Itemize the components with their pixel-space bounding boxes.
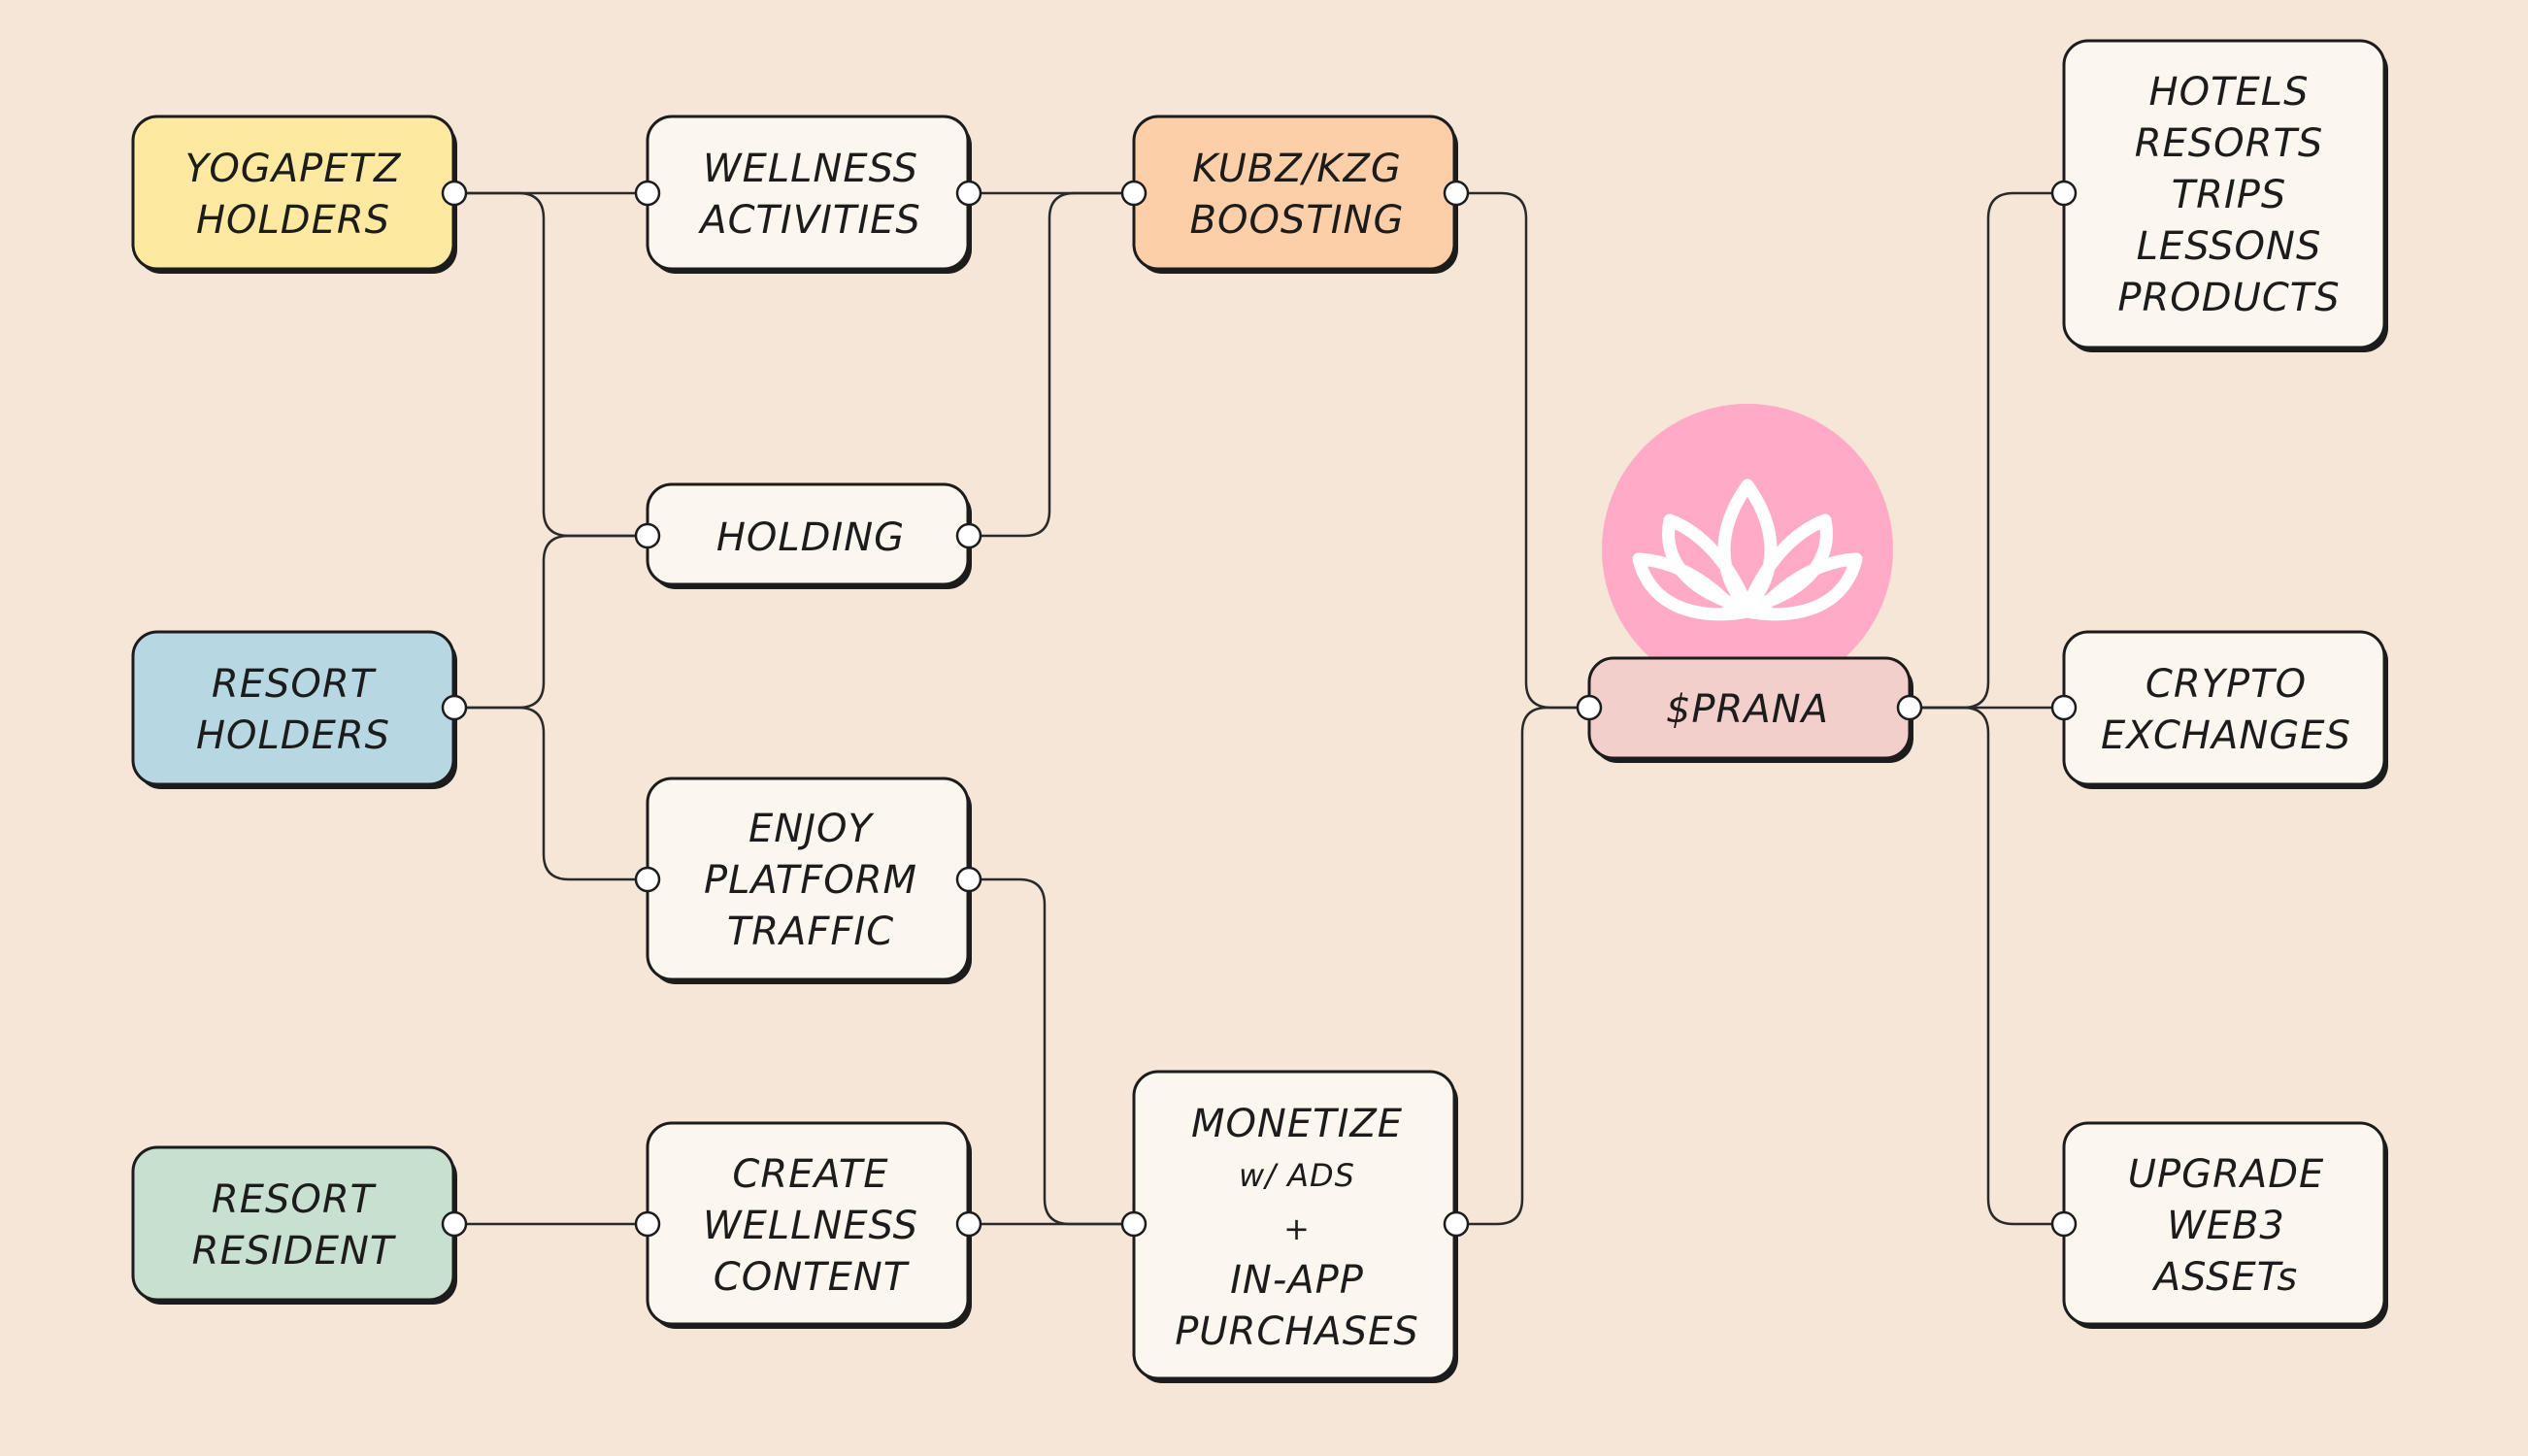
node-holding-label-1: HOLDING	[716, 515, 905, 560]
nodes: YOGAPETZ HOLDERS RESORT HOLDERS RESORT R…	[131, 39, 2388, 1383]
node-crypto-exchanges-label-2: EXCHANGES	[2101, 713, 2351, 758]
port-upgrade-in[interactable]	[2050, 1210, 2078, 1238]
node-enjoy-platform-traffic[interactable]: ENJOY PLATFORM TRAFFIC	[646, 777, 972, 984]
ports	[441, 180, 2078, 1238]
edge-enjoy-monetize	[969, 877, 1134, 1226]
node-wellness-activities-box	[646, 115, 970, 271]
node-wellness-activities-label-2: ACTIVITIES	[697, 198, 921, 243]
node-prana[interactable]: $PRANA	[1587, 656, 1913, 763]
node-monetize-label-5: PURCHASES	[1175, 1309, 1419, 1354]
port-enjoy-in[interactable]	[634, 866, 661, 893]
node-hotels-label-4: LESSONS	[2137, 224, 2322, 269]
node-crypto-exchanges-box	[2062, 630, 2386, 786]
node-create-wellness-content-label-1: CREATE	[732, 1152, 888, 1197]
node-monetize-label-1: MONETIZE	[1191, 1102, 1403, 1146]
edge-kubz-prana	[1456, 191, 1589, 710]
node-hotels[interactable]: HOTELS RESORTS TRIPS LESSONS PRODUCTS	[2062, 39, 2388, 352]
edge-prana-upgrade	[1910, 706, 2064, 1226]
node-resort-holders-box	[131, 630, 455, 786]
node-enjoy-platform-traffic-label-1: ENJOY	[748, 807, 875, 851]
node-monetize-label-4: IN-APP	[1230, 1258, 1364, 1303]
node-resort-resident[interactable]: RESORT RESIDENT	[131, 1145, 457, 1305]
port-monetize-out[interactable]	[1443, 1210, 1470, 1238]
node-upgrade-web3-assets[interactable]: UPGRADE WEB3 ASSETs	[2062, 1121, 2388, 1329]
node-resort-holders[interactable]: RESORT HOLDERS	[131, 630, 457, 789]
node-kubz-kzg-boosting-label-1: KUBZ/KZG	[1192, 147, 1402, 191]
node-hotels-label-2: RESORTS	[2135, 121, 2324, 166]
edge-prana-hotels	[1910, 191, 2064, 710]
port-prana-in[interactable]	[1576, 694, 1603, 721]
port-yogapetz-out[interactable]	[441, 180, 468, 207]
edge-yogapetz-holding	[454, 191, 648, 538]
node-monetize[interactable]: MONETIZE w/ ADS + IN-APP PURCHASES	[1132, 1070, 1458, 1383]
port-resort-resident-out[interactable]	[441, 1210, 468, 1238]
lotus-circle	[1602, 404, 1893, 695]
node-monetize-label-3: +	[1283, 1210, 1311, 1247]
port-monetize-in[interactable]	[1120, 1210, 1148, 1238]
node-enjoy-platform-traffic-label-2: PLATFORM	[704, 858, 917, 903]
port-kubz-out[interactable]	[1443, 180, 1470, 207]
node-hotels-label-1: HOTELS	[2149, 70, 2310, 115]
port-create-in[interactable]	[634, 1210, 661, 1238]
node-yogapetz-holders-label-2: HOLDERS	[196, 198, 390, 243]
node-crypto-exchanges[interactable]: CRYPTO EXCHANGES	[2062, 630, 2388, 789]
node-prana-label-1: $PRANA	[1666, 687, 1829, 732]
node-wellness-activities-label-1: WELLNESS	[703, 147, 918, 191]
edge-resort-holders-holding	[454, 534, 648, 710]
port-prana-out[interactable]	[1896, 694, 1923, 721]
port-holding-in[interactable]	[634, 522, 661, 549]
node-resort-holders-label-1: RESORT	[212, 662, 378, 707]
node-resort-holders-label-2: HOLDERS	[196, 713, 390, 758]
node-yogapetz-holders-box	[131, 115, 455, 271]
port-wellness-in[interactable]	[634, 180, 661, 207]
node-hotels-label-5: PRODUCTS	[2117, 276, 2340, 320]
node-upgrade-web3-assets-label-3: ASSETs	[2151, 1255, 2299, 1300]
node-kubz-kzg-boosting[interactable]: KUBZ/KZG BOOSTING	[1132, 115, 1458, 274]
port-resort-holders-out[interactable]	[441, 694, 468, 721]
node-create-wellness-content[interactable]: CREATE WELLNESS CONTENT	[646, 1121, 972, 1329]
node-hotels-label-3: TRIPS	[2172, 173, 2287, 217]
port-kubz-in[interactable]	[1120, 180, 1148, 207]
port-enjoy-out[interactable]	[955, 866, 982, 893]
port-hotels-in[interactable]	[2050, 180, 2078, 207]
node-yogapetz-holders-label-1: YOGAPETZ	[185, 147, 402, 191]
node-upgrade-web3-assets-label-1: UPGRADE	[2128, 1152, 2325, 1197]
node-kubz-kzg-boosting-box	[1132, 115, 1456, 271]
port-wellness-out[interactable]	[955, 180, 982, 207]
edge-holding-kubz	[969, 191, 1134, 538]
port-holding-out[interactable]	[955, 522, 982, 549]
node-monetize-label-2: w/ ADS	[1239, 1157, 1355, 1194]
edge-resort-holders-enjoy	[454, 706, 648, 881]
node-create-wellness-content-label-2: WELLNESS	[703, 1204, 918, 1248]
node-upgrade-web3-assets-label-2: WEB3	[2167, 1204, 2285, 1248]
node-wellness-activities[interactable]: WELLNESS ACTIVITIES	[646, 115, 972, 274]
lotus-icon	[1632, 479, 1863, 621]
node-create-wellness-content-label-3: CONTENT	[714, 1255, 911, 1300]
port-create-out[interactable]	[955, 1210, 982, 1238]
node-enjoy-platform-traffic-label-3: TRAFFIC	[727, 910, 894, 954]
node-crypto-exchanges-label-1: CRYPTO	[2145, 662, 2307, 707]
node-resort-resident-label-2: RESIDENT	[192, 1229, 397, 1274]
node-resort-resident-box	[131, 1145, 455, 1302]
node-kubz-kzg-boosting-label-2: BOOSTING	[1190, 198, 1405, 243]
connectors	[454, 191, 2064, 1226]
node-holding[interactable]: HOLDING	[646, 482, 972, 589]
node-yogapetz-holders[interactable]: YOGAPETZ HOLDERS	[131, 115, 457, 274]
prana-logo	[1602, 404, 1893, 695]
edge-monetize-prana	[1456, 706, 1589, 1226]
port-crypto-in[interactable]	[2050, 694, 2078, 721]
node-resort-resident-label-1: RESORT	[212, 1177, 378, 1222]
